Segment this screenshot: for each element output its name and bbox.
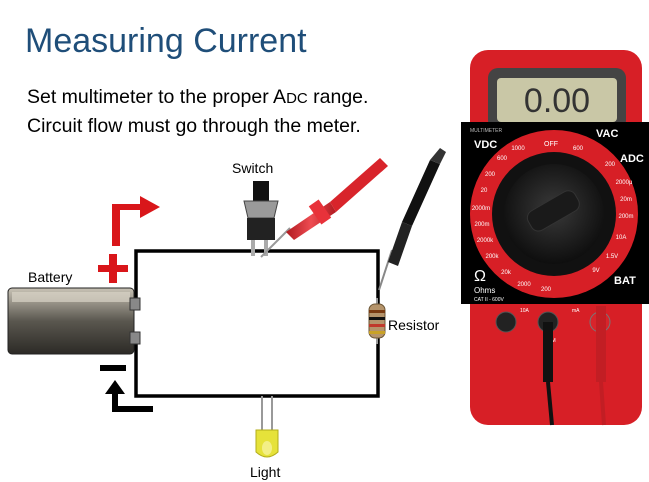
subtitle-line-1-suffix: range.: [307, 86, 369, 108]
dial-value: 2000k: [477, 238, 494, 244]
dial-value: 9V: [592, 268, 599, 274]
jack-10a[interactable]: [495, 311, 517, 333]
ohm-symbol: Ω: [474, 268, 486, 285]
dial-value: 200: [605, 162, 616, 168]
minus-sign: [100, 365, 126, 371]
wire-bottom: [134, 338, 380, 398]
switch: [243, 181, 279, 256]
dial-value: 20: [481, 188, 488, 194]
dial-value: 200k: [485, 254, 499, 260]
battery-label: Battery: [28, 269, 73, 285]
dial-value: 20k: [501, 270, 512, 276]
dial-value: 200m: [474, 222, 489, 228]
label-vac: VAC: [596, 128, 618, 140]
dial-value: 600: [573, 146, 584, 152]
multimeter: 0.00 MULTIMETER VDC VAC ADC OFF Ω Ohms C…: [461, 50, 649, 426]
red-lead-plug: [596, 306, 606, 382]
label-ohms: Ohms: [474, 286, 495, 295]
jack-label: 10A: [520, 308, 530, 314]
dial-value: 200m: [618, 214, 633, 220]
dial-value: 600: [497, 156, 508, 162]
subtitle-line-1: Set multimeter to the proper ADC range.: [27, 86, 368, 109]
dial-value: 2000: [517, 282, 531, 288]
subtitle-line-1-prefix: Set multimeter to the proper: [27, 86, 274, 108]
dial-value: 200: [541, 287, 552, 293]
black-probe: [378, 148, 446, 291]
arrow-negative: [105, 380, 153, 412]
red-probe: [260, 158, 388, 258]
led-light: [255, 396, 279, 458]
unit-dc: DC: [286, 90, 308, 107]
jack-label: mA: [572, 308, 580, 314]
battery: [7, 287, 141, 355]
resistor-label: Resistor: [388, 317, 440, 333]
dial-value: 2000μ: [616, 180, 633, 186]
meter-screen: [497, 78, 617, 122]
label-bat: BAT: [614, 275, 636, 287]
black-lead-plug: [543, 322, 553, 382]
switch-label: Switch: [232, 160, 274, 176]
arrow-positive: [112, 196, 160, 246]
label-adc: ADC: [620, 153, 644, 165]
resistor: [368, 298, 386, 344]
dial-value: 1000: [511, 146, 525, 152]
wire-top: [134, 249, 380, 305]
slide-title: Measuring Current: [25, 22, 307, 60]
label-cat: CAT II - 600V: [474, 297, 504, 303]
brand-label: MULTIMETER: [470, 128, 503, 134]
dial-value: 10A: [616, 235, 627, 241]
dial-value: 1.5V: [606, 254, 618, 260]
dial-value: 20m: [620, 197, 632, 203]
dial-value: 2000m: [472, 206, 490, 212]
meter-display: 0.00: [524, 82, 590, 120]
label-off: OFF: [544, 141, 558, 148]
dial-value: 200: [485, 172, 496, 178]
subtitle-line-2: Circuit flow must go through the meter.: [27, 115, 361, 137]
unit-a: A: [273, 86, 287, 108]
dial-scale: 1000 600 200 20 2000m 200m 2000k 200k 20…: [472, 146, 634, 293]
plus-sign: [98, 254, 128, 283]
label-vdc: VDC: [474, 139, 497, 151]
light-label: Light: [250, 464, 281, 480]
circuit-wires: [134, 249, 380, 398]
